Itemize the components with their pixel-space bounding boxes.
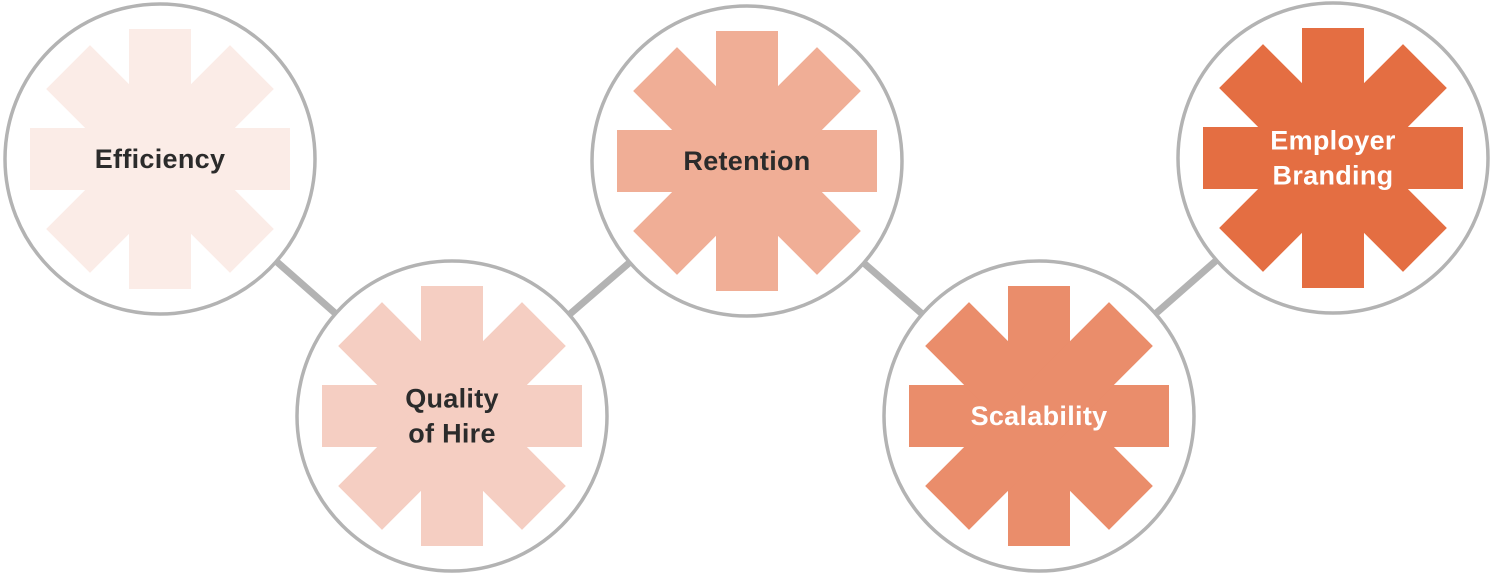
connector-line <box>861 260 925 317</box>
node-efficiency: Efficiency <box>3 2 317 316</box>
node-label: Scalability <box>971 401 1108 431</box>
node-label: of Hire <box>408 419 496 449</box>
node-quality-of-hire: Quality of Hire <box>295 259 609 573</box>
asterisk-icon <box>30 29 290 289</box>
connectors <box>274 257 1219 318</box>
connector-line <box>1153 257 1219 317</box>
node-label: Employer <box>1270 126 1396 156</box>
node-label: Efficiency <box>95 144 226 174</box>
asterisk-icon <box>617 31 877 291</box>
node-retention: Retention <box>590 4 904 318</box>
asterisk-icon <box>909 286 1169 546</box>
node-label: Branding <box>1273 161 1394 191</box>
connector-line <box>566 259 633 318</box>
node-scalability: Scalability <box>882 259 1196 573</box>
asterisk-icon <box>322 286 582 546</box>
node-label: Quality <box>405 384 499 414</box>
asterisk-icon <box>1203 28 1463 288</box>
node-label: Retention <box>683 146 810 176</box>
connector-line <box>274 258 338 317</box>
